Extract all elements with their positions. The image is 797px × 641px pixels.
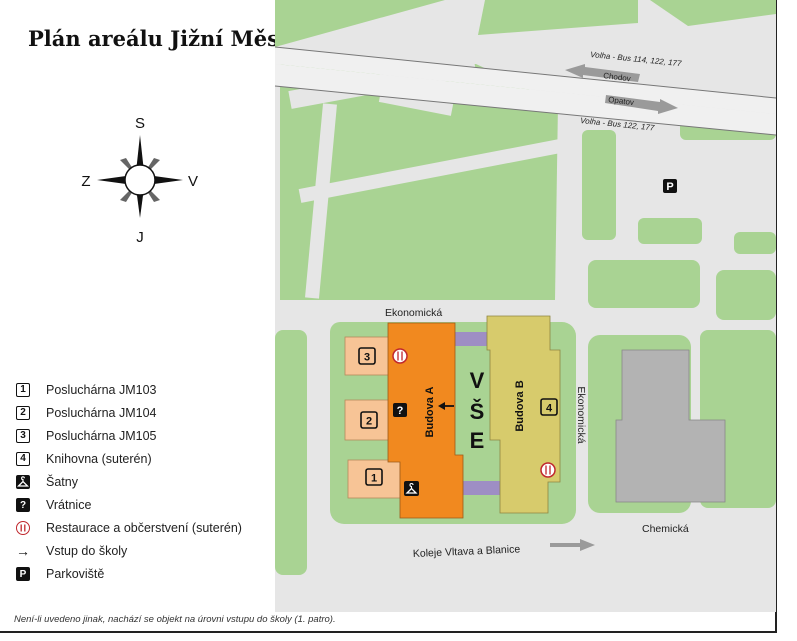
direction-arrow-right-icon bbox=[550, 539, 595, 551]
marker-jm103-label: 1 bbox=[371, 473, 377, 485]
legend-label: Knihovna (suterén) bbox=[46, 451, 152, 466]
street-koleje: Koleje Vltava a Blanice bbox=[413, 543, 521, 560]
grass-area bbox=[638, 218, 702, 244]
reception-icon: ? bbox=[16, 498, 30, 513]
connector-corridor bbox=[455, 332, 493, 346]
direction-chodov-label: Chodov bbox=[603, 71, 631, 83]
grass-area bbox=[275, 330, 307, 575]
building-a bbox=[387, 322, 464, 519]
page-title: Plán areálu Jižní Město bbox=[28, 26, 303, 51]
lecture-room-jm103-icon: 1 bbox=[16, 382, 30, 397]
marker-jm105-label: 3 bbox=[364, 352, 370, 364]
marker-jm104: 2 bbox=[360, 411, 378, 429]
lecture-room-jm104 bbox=[344, 399, 394, 441]
direction-arrow-left-icon bbox=[565, 64, 640, 82]
restaurant-icon bbox=[392, 348, 408, 364]
compass-north-point bbox=[136, 135, 144, 172]
legend-item: P Parkoviště bbox=[16, 563, 242, 586]
legend-item: Restaurace a občerstvení (suterén) bbox=[16, 517, 242, 540]
grass-area bbox=[716, 270, 776, 320]
grass-area bbox=[275, 0, 445, 47]
grass-area bbox=[478, 0, 638, 35]
legend-label: Parkoviště bbox=[46, 567, 105, 582]
legend-item: 4 Knihovna (suterén) bbox=[16, 447, 242, 470]
reception-label: ? bbox=[397, 405, 404, 417]
legend-label: Vstup do školy bbox=[46, 544, 128, 559]
grass-area bbox=[588, 260, 700, 308]
direction-opatov-label: Opatov bbox=[608, 95, 635, 107]
grass-area bbox=[280, 64, 558, 300]
legend-label: Posluchárna JM104 bbox=[46, 405, 157, 420]
entrance-arrow-icon bbox=[438, 402, 454, 410]
legend-item: 3 Posluchárna JM105 bbox=[16, 424, 242, 447]
cloakroom-icon bbox=[16, 474, 30, 489]
restaurant-icon bbox=[540, 462, 556, 478]
road-edge bbox=[274, 46, 777, 99]
compass-north-label: S bbox=[135, 115, 145, 132]
library-icon: 4 bbox=[16, 451, 30, 466]
legend-label: Šatny bbox=[46, 474, 78, 489]
path bbox=[298, 139, 562, 203]
compass-west-point bbox=[97, 176, 126, 184]
parking-icon: P bbox=[663, 179, 677, 193]
legend-item: → Vstup do školy bbox=[16, 540, 242, 563]
marker-jm104-label: 2 bbox=[366, 416, 372, 428]
map-legend: 1 Posluchárna JM103 2 Posluchárna JM104 … bbox=[16, 378, 242, 586]
parking-label: P bbox=[666, 181, 673, 193]
vse-letter-e: E bbox=[470, 428, 485, 453]
legend-item: 1 Posluchárna JM103 bbox=[16, 378, 242, 401]
grass-area bbox=[650, 0, 776, 26]
marker-library-label: 4 bbox=[546, 403, 553, 415]
legend-item: Šatny bbox=[16, 470, 242, 493]
legend-label: Posluchárna JM105 bbox=[46, 428, 157, 443]
marker-library: 4 bbox=[540, 398, 558, 416]
path bbox=[378, 90, 454, 116]
lecture-room-jm105-icon: 3 bbox=[16, 428, 30, 443]
marker-jm103: 1 bbox=[365, 468, 383, 486]
reception-icon: ? bbox=[393, 403, 407, 417]
street-chemicka: Chemická bbox=[642, 523, 689, 535]
vse-letter-v: V bbox=[470, 368, 485, 393]
lecture-room-jm103 bbox=[347, 459, 401, 499]
path bbox=[305, 103, 337, 299]
grass-area bbox=[734, 232, 776, 254]
marker-jm105: 3 bbox=[358, 347, 376, 365]
building-b-label: Budova B bbox=[514, 380, 526, 431]
vse-letter-s: Š bbox=[470, 399, 485, 424]
footnote: Není-li uvedeno jinak, nachází se objekt… bbox=[14, 614, 336, 625]
road-volha bbox=[275, 47, 776, 114]
arrow-right-icon: → bbox=[16, 543, 30, 560]
legend-label: Restaurace a občerstvení (suterén) bbox=[46, 521, 242, 536]
legend-label: Vrátnice bbox=[46, 498, 92, 513]
grass-area bbox=[582, 130, 616, 240]
building-b bbox=[486, 315, 561, 514]
legend-label: Posluchárna JM103 bbox=[46, 382, 157, 397]
cloakroom-icon bbox=[404, 481, 419, 496]
restaurant-icon bbox=[16, 521, 30, 536]
street-ekonomicka-top: Ekonomická bbox=[385, 307, 442, 319]
connector-corridor bbox=[455, 481, 500, 495]
building-a-label: Budova A bbox=[424, 386, 436, 437]
compass-south-label: J bbox=[136, 229, 144, 246]
legend-item: ? Vrátnice bbox=[16, 493, 242, 516]
road-edge bbox=[274, 85, 777, 136]
compass-west-label: Z bbox=[81, 173, 90, 190]
lecture-room-jm105 bbox=[344, 336, 394, 376]
road-volha bbox=[275, 64, 776, 135]
gray-building bbox=[615, 349, 726, 503]
compass-east-point bbox=[154, 176, 183, 184]
street-ekonomicka-side: Ekonomická bbox=[575, 386, 587, 443]
compass-east-label: V bbox=[188, 173, 198, 190]
compass-center bbox=[124, 164, 156, 196]
legend-item: 2 Posluchárna JM104 bbox=[16, 401, 242, 424]
direction-arrow-right-icon bbox=[605, 95, 678, 114]
parking-icon: P bbox=[16, 567, 30, 582]
compass-rose: S J Z V bbox=[81, 115, 198, 246]
lecture-room-jm104-icon: 2 bbox=[16, 405, 30, 420]
